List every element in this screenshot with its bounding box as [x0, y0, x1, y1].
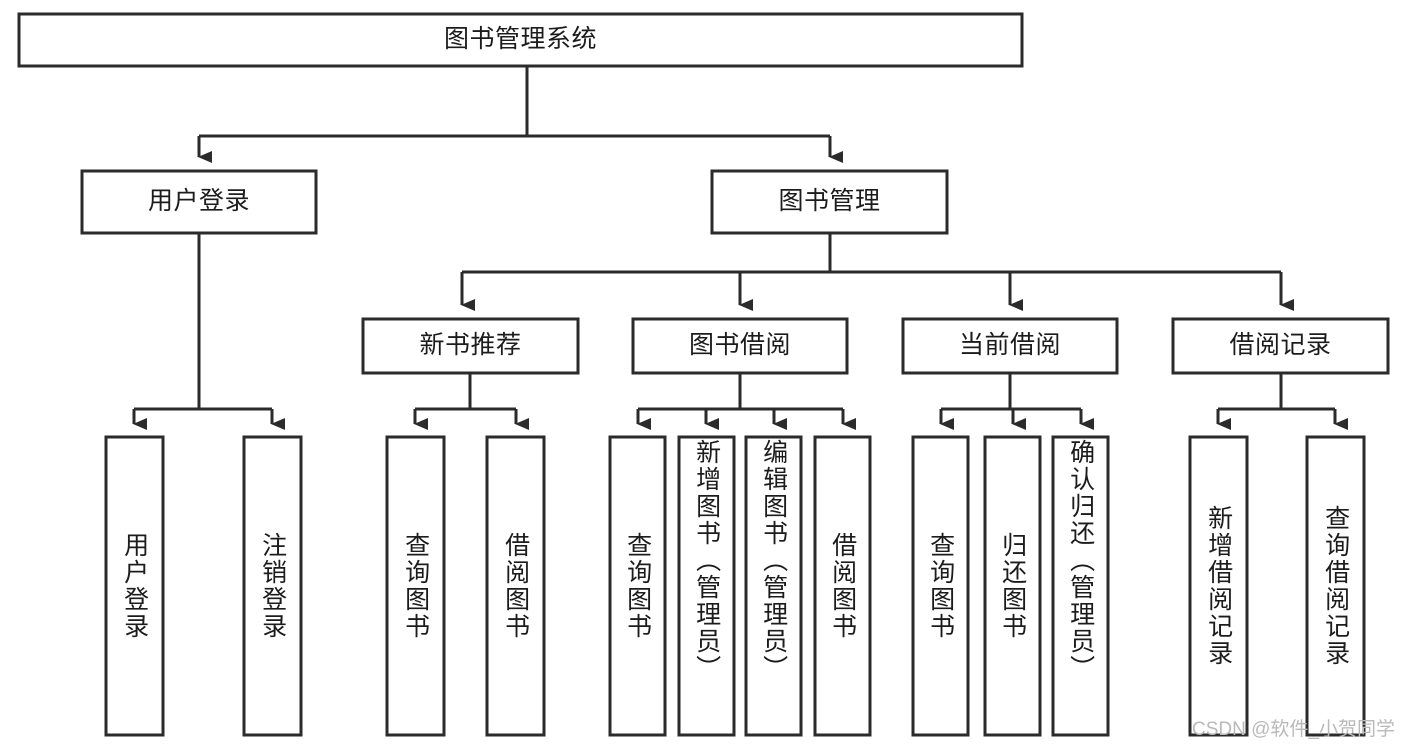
node-box-leaf-borrow-book-1[interactable]: [485, 435, 546, 737]
node-box-leaf-borrow-book-2[interactable]: [813, 435, 872, 737]
node-box-new-book-recommend[interactable]: [361, 317, 580, 375]
node-box-book-borrow[interactable]: [631, 317, 849, 375]
node-box-leaf-confirm-return[interactable]: [1051, 435, 1110, 737]
node-box-leaf-query-record[interactable]: [1305, 435, 1366, 737]
node-box-leaf-return-book[interactable]: [983, 435, 1042, 737]
node-box-leaf-query-book-3[interactable]: [911, 435, 970, 737]
node-box-leaf-query-book-1[interactable]: [385, 435, 446, 737]
node-box-leaf-user-login[interactable]: [104, 435, 165, 737]
node-box-leaf-edit-book[interactable]: [744, 435, 803, 737]
node-box-leaf-add-record[interactable]: [1188, 435, 1249, 737]
node-box-borrow-record[interactable]: [1171, 317, 1390, 375]
node-box-leaf-logout-login[interactable]: [242, 435, 303, 737]
node-box-user-login[interactable]: [80, 169, 318, 235]
node-box-current-borrow[interactable]: [901, 317, 1119, 375]
node-box-leaf-query-book-2[interactable]: [608, 435, 667, 737]
node-box-book-manage[interactable]: [710, 169, 949, 235]
csdn-watermark: CSDN @软件_小贺同学: [1192, 719, 1395, 740]
node-box-root[interactable]: [17, 12, 1024, 68]
node-box-leaf-add-book[interactable]: [677, 435, 736, 737]
